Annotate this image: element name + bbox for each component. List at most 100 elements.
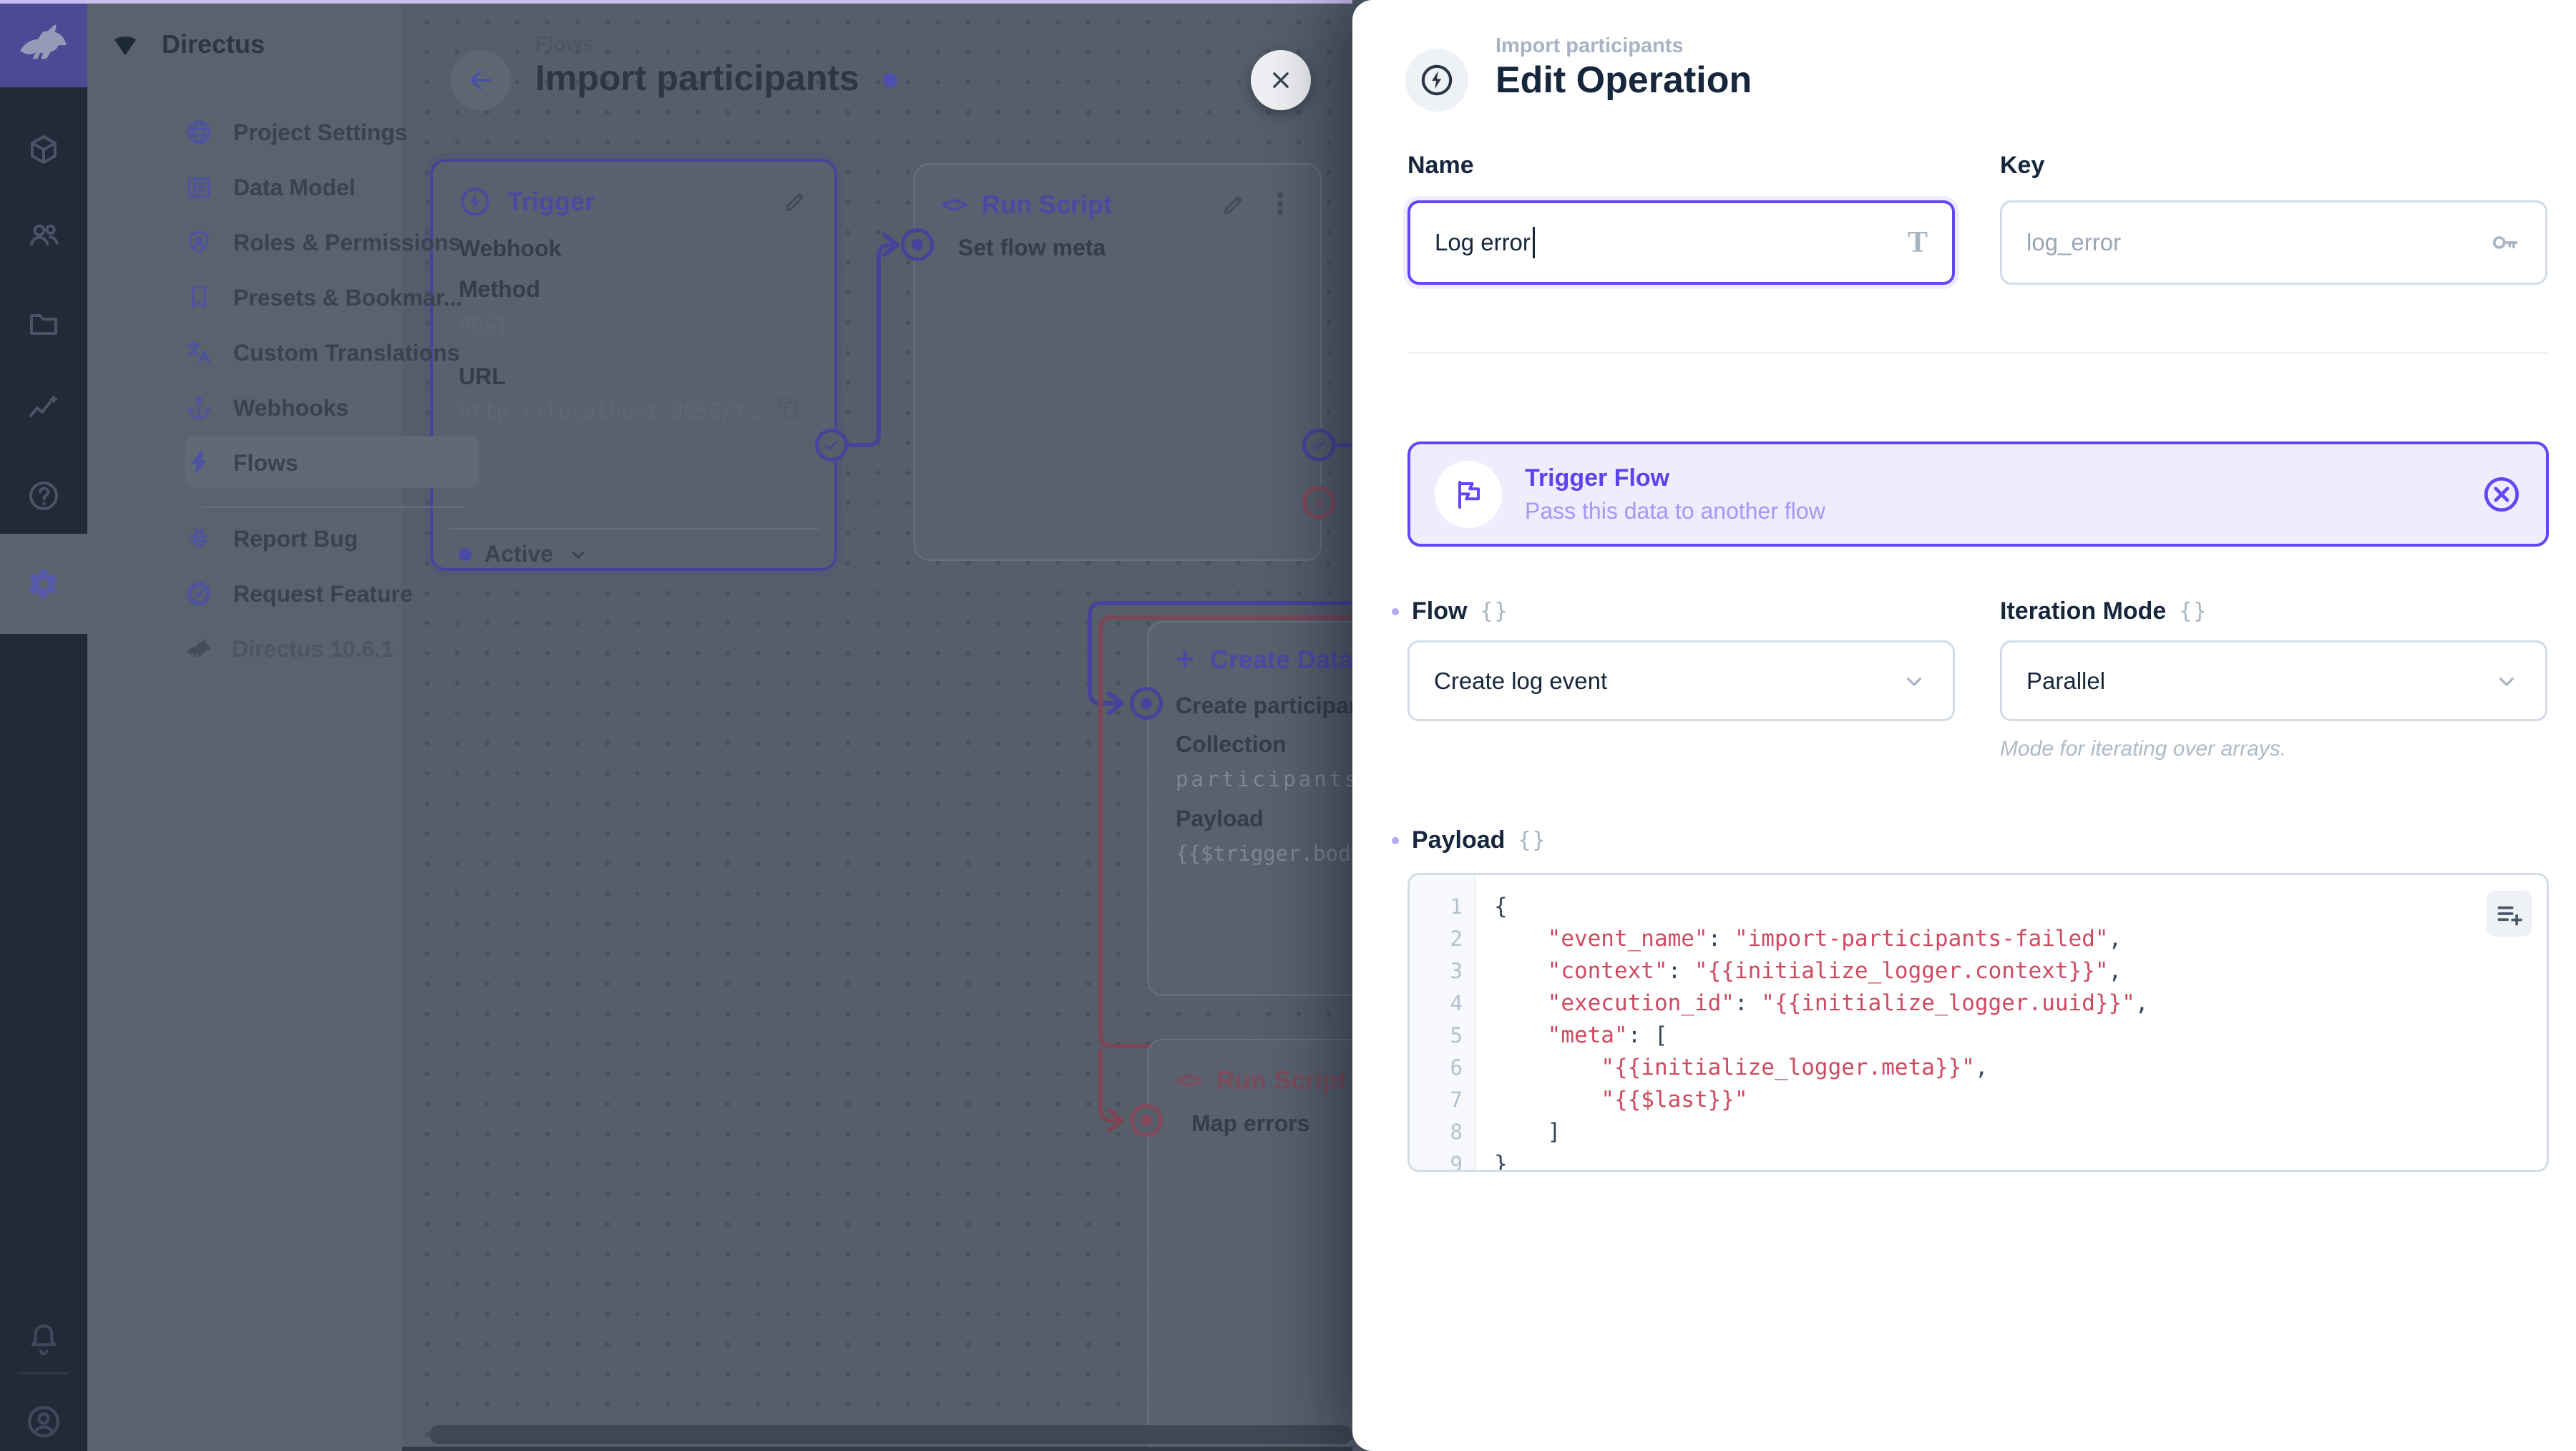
operation-name: Create participant	[1176, 693, 1352, 718]
edit-pencil-icon[interactable]	[1220, 191, 1247, 218]
sidebar-item-label: Custom Translations	[233, 339, 460, 366]
iteration-mode-select[interactable]: Parallel	[2000, 640, 2547, 721]
drawer-title: Edit Operation	[1496, 59, 1752, 101]
kebab-menu-icon[interactable]: ⋮	[1266, 189, 1294, 220]
flow-canvas[interactable]: Flows Import participants Trigger	[402, 0, 1352, 1451]
bug-icon	[185, 524, 213, 553]
iteration-note: Mode for iterating over arrays.	[2000, 737, 2287, 761]
flow-select[interactable]: Create log event	[1407, 640, 1955, 721]
expand-template-button[interactable]	[2487, 891, 2532, 937]
edit-pencil-icon[interactable]	[781, 188, 809, 215]
module-folder-button[interactable]	[0, 289, 87, 358]
code-line: "event_name": "import-participants-faile…	[1547, 926, 2122, 952]
trigger-divider	[449, 528, 819, 529]
user-menu-button[interactable]	[0, 1397, 87, 1447]
status-label: Active	[484, 541, 554, 567]
close-drawer-button[interactable]	[1251, 50, 1311, 110]
method-value: POST	[459, 313, 509, 338]
url-value: http://localhost:8056/f…	[459, 399, 759, 424]
text-interface-icon: T	[1907, 226, 1928, 259]
version-row: Directus 10.6.1	[185, 625, 479, 673]
sidebar-item-webhooks[interactable]: Webhooks	[185, 384, 479, 431]
map-errors-input-connector[interactable]	[1130, 1104, 1163, 1137]
trigger-flow-notice[interactable]: Trigger Flow Pass this data to another f…	[1407, 441, 2549, 547]
map-errors-title: Run Script	[1216, 1065, 1347, 1095]
sidebar-item-request-feature[interactable]: Request Feature	[185, 570, 479, 617]
key-label: Key	[2000, 152, 2045, 179]
edit-operation-drawer: Import participants Edit Operation Name …	[1352, 0, 2576, 1451]
back-button[interactable]	[451, 50, 511, 110]
key-icon	[2489, 227, 2521, 258]
version-label: Directus 10.6.1	[232, 635, 394, 662]
flow-label: Flow{}	[1392, 597, 1509, 625]
horizontal-scrollbar[interactable]	[429, 1425, 1352, 1444]
iteration-value: Parallel	[2026, 667, 2106, 694]
run-script-input-connector[interactable]	[901, 228, 934, 261]
sidebar-item-roles-permissions[interactable]: Roles & Permissions	[185, 219, 479, 266]
globe-icon	[185, 118, 213, 147]
sidebar-item-label: Project Settings	[233, 119, 408, 145]
trigger-status[interactable]: Active	[459, 541, 590, 567]
breadcrumb[interactable]: Flows	[535, 33, 595, 56]
create-data-panel[interactable]: + Create Data Create participant Collect…	[1147, 621, 1352, 996]
collection-value: participants	[1176, 767, 1352, 791]
name-label: Name	[1407, 152, 1474, 179]
module-users-button[interactable]	[0, 200, 87, 268]
code-area[interactable]: { "event_name": "import-participants-fai…	[1475, 875, 2547, 1170]
operation-name: Map errors	[1191, 1110, 1310, 1136]
code-line: "execution_id": "{{initialize_logger.uui…	[1547, 990, 2149, 1016]
gear-icon	[26, 567, 61, 601]
code-line: }	[1494, 1151, 1508, 1172]
module-bar	[0, 0, 87, 1451]
module-gear-button[interactable]	[0, 534, 87, 634]
run-script-panel[interactable]: <> Run Script ⋮ Set flow meta	[914, 163, 1322, 561]
edited-dot	[1392, 607, 1399, 615]
module-help-button[interactable]	[0, 461, 87, 530]
sidebar-item-label: Webhooks	[233, 394, 349, 421]
rabbit-icon	[16, 16, 72, 72]
project-header[interactable]: Directus	[109, 17, 381, 72]
payload-label: Payload	[1176, 806, 1264, 831]
anchor-icon	[185, 394, 213, 422]
sidebar-item-data-model[interactable]: Data Model	[185, 164, 479, 211]
run-script-resolve-connector[interactable]	[1302, 429, 1335, 461]
collection-label: Collection	[1176, 731, 1287, 757]
edited-dot	[1392, 836, 1399, 844]
sidebar-item-report-bug[interactable]: Report Bug	[185, 515, 479, 562]
playlist-add-icon	[2494, 898, 2525, 929]
bell-icon	[26, 1321, 62, 1357]
sidebar-item-label: Roles & Permissions	[233, 229, 462, 255]
sidebar-item-flows[interactable]: Flows	[185, 439, 479, 487]
name-input[interactable]: Log error T	[1407, 200, 1955, 285]
map-errors-panel[interactable]: <> Run Script Map errors	[1147, 1039, 1352, 1451]
notifications-button[interactable]	[0, 1314, 87, 1364]
sidebar-item-project-settings[interactable]: Project Settings	[185, 109, 479, 156]
run-script-reject-connector[interactable]	[1302, 486, 1335, 519]
bolt-circle-icon	[459, 185, 492, 218]
copy-icon[interactable]	[775, 395, 801, 421]
sidebar-item-presets-bookmar[interactable]: Presets & Bookmar...	[185, 274, 479, 321]
key-input[interactable]: log_error	[2000, 200, 2547, 285]
module-bar-divider	[19, 1372, 69, 1374]
trigger-panel[interactable]: Trigger Webhook Method POST URL http://l…	[430, 159, 837, 571]
deselect-circle-icon[interactable]	[2482, 474, 2522, 514]
payload-value: {{$trigger.bod	[1176, 841, 1351, 866]
module-insights-button[interactable]	[0, 375, 87, 444]
page-title: Import participants	[535, 58, 859, 98]
create-data-input-connector[interactable]	[1130, 687, 1163, 720]
code-line: {	[1494, 894, 1508, 919]
trigger-resolve-connector[interactable]	[815, 429, 848, 461]
module-box-button[interactable]	[0, 115, 87, 184]
code-line: "meta": [	[1547, 1022, 1668, 1048]
plus-icon: +	[1176, 642, 1194, 677]
trigger-panel-title: Trigger	[507, 187, 595, 216]
insights-icon	[26, 392, 61, 426]
chevron-down-icon	[566, 542, 590, 567]
drawer-breadcrumb: Import participants	[1496, 34, 1684, 57]
directus-logo[interactable]	[0, 0, 87, 87]
translate-icon	[185, 338, 213, 367]
sidebar-item-custom-translations[interactable]: Custom Translations	[185, 329, 479, 376]
